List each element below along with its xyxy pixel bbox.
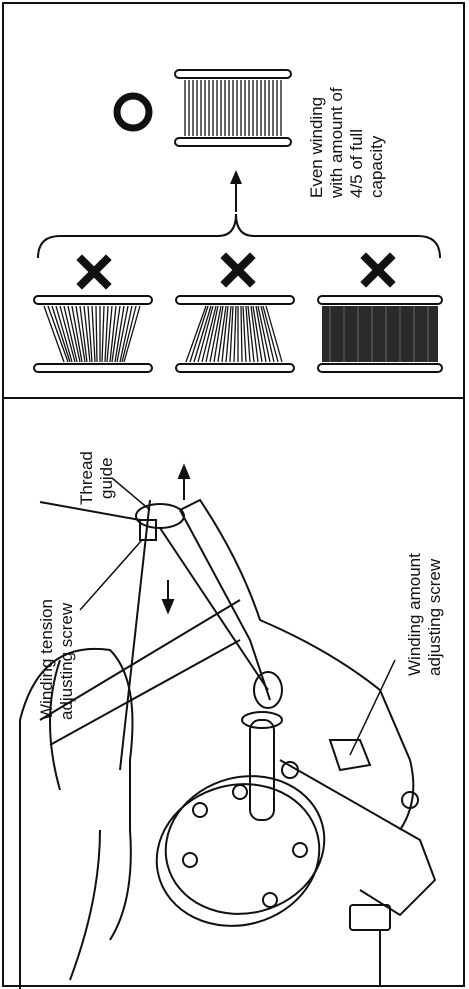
winding-amount-line-2: adjusting screw <box>425 558 444 676</box>
flywheel-hole-3 <box>182 852 198 868</box>
bad-mark-3-icon <box>360 252 396 288</box>
tension-screw-leader <box>79 539 143 611</box>
winding-amount-line-1: Winding amount <box>405 553 424 676</box>
winding-tension-label: Winding tension adjusting screw <box>37 599 76 720</box>
cover-edge <box>69 829 101 981</box>
thread-guide-line-1: Thread <box>77 451 96 505</box>
even-winding-label: Even winding with amount of 4/5 of full … <box>307 87 386 199</box>
bobbin-good-flange-bottom <box>174 137 292 147</box>
amount-screw-bracket <box>328 739 372 772</box>
bad-mark-2-icon <box>220 252 256 288</box>
winding-amount-leader <box>349 659 396 756</box>
bobbin-bad-reverse-tapered <box>175 295 295 373</box>
winding-lever <box>279 759 437 917</box>
spindle-bobbin <box>253 671 283 709</box>
flywheel-hole-5 <box>262 892 278 908</box>
good-mark-circle-icon <box>113 92 153 132</box>
winding-amount-label: Winding amount adjusting screw <box>405 553 444 676</box>
even-winding-line-2: with amount of <box>327 87 346 199</box>
flywheel-icon <box>164 775 326 915</box>
thread-guide-leader <box>111 477 151 511</box>
winding-tension-line-1: Winding tension <box>37 599 56 720</box>
winder-arm <box>179 498 415 831</box>
flywheel-hole-4 <box>292 842 308 858</box>
thread-path <box>159 527 269 691</box>
machine-illustration <box>19 498 437 989</box>
winding-tension-line-2: adjusting screw <box>57 602 76 720</box>
winder-arm-inner <box>179 509 271 701</box>
tension-screw-icon <box>139 519 157 541</box>
thread-guide-icon <box>135 503 185 529</box>
support-rod-2 <box>49 639 241 746</box>
even-winding-line-1: Even winding <box>307 97 326 198</box>
brace-bracket <box>37 213 441 259</box>
bobbin-spindle <box>249 719 275 821</box>
flywheel-rim <box>155 783 321 927</box>
brace-arrow <box>230 170 242 212</box>
flywheel-hole-1 <box>192 802 208 818</box>
thread-line <box>39 501 141 521</box>
bobbin-good <box>174 69 292 147</box>
bobbin-bad-tapered <box>33 295 153 373</box>
motion-arrows <box>161 463 191 615</box>
winding-amount-screw-icon <box>401 791 419 809</box>
bobbin-good-flange-top <box>174 69 292 79</box>
even-winding-line-4: capacity <box>367 135 386 198</box>
thread-guide-label: Thread guide <box>77 451 116 505</box>
cover-curve <box>49 659 61 791</box>
lever-screw-1 <box>281 761 299 779</box>
bad-mark-1-icon <box>76 254 112 290</box>
support-rod-3 <box>119 499 151 771</box>
thread-guide-line-2: guide <box>97 457 116 499</box>
flywheel-hole-2 <box>232 784 248 800</box>
bobbin-good-thread <box>184 80 282 136</box>
support-rod-1 <box>39 599 241 721</box>
bobbin-bad-overfull <box>317 295 443 373</box>
spindle-top <box>241 711 283 729</box>
even-winding-line-3: 4/5 of full <box>347 129 366 198</box>
latch-block <box>349 904 391 931</box>
